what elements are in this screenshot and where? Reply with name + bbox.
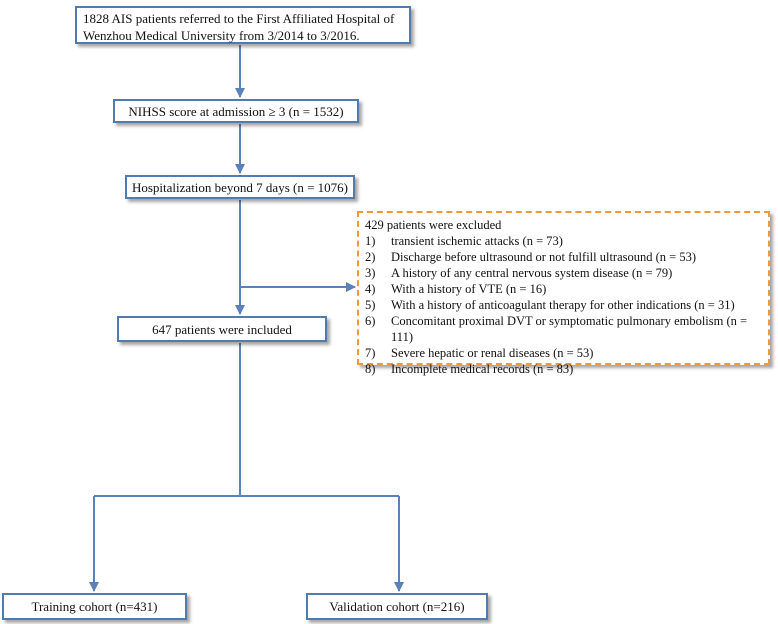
list-item: 2) Discharge before ultrasound or not ful… (365, 249, 762, 265)
validation-cohort-box: Validation cohort (n=216) (306, 593, 488, 620)
hospitalization-box: Hospitalization beyond 7 days (n = 1076) (125, 175, 355, 199)
excluded-title: 429 patients were excluded (365, 218, 502, 232)
list-item: 3) A history of any central nervous syste… (365, 265, 762, 281)
item-number: 1) (365, 234, 376, 248)
item-text: Incomplete medical records (n = 83) (391, 362, 574, 376)
item-number: 7) (365, 346, 376, 360)
list-item: 8) Incomplete medical records (n = 83) (365, 361, 762, 377)
list-item: 5) With a history of anticoagulant therap… (365, 297, 762, 313)
item-text: With a history of anticoagulant therapy … (391, 298, 735, 312)
start-line-1: 1828 AIS patients referred to the First … (83, 11, 395, 26)
list-item: 1) transient ischemic attacks (n = 73) (365, 233, 762, 249)
included-box: 647 patients were included (117, 316, 327, 342)
list-item: 6) Concomitant proximal DVT or symptomati… (365, 313, 762, 345)
item-text: transient ischemic attacks (n = 73) (391, 234, 563, 248)
nihss-label: NIHSS score at admission ≥ 3 (n = 1532) (128, 103, 344, 119)
item-text: With a history of VTE (n = 16) (391, 282, 547, 296)
item-text: Severe hepatic or renal diseases (n = 53… (391, 346, 594, 360)
item-text: A history of any central nervous system … (391, 266, 673, 280)
excluded-box: 429 patients were excluded 1) transient i… (357, 211, 770, 376)
nihss-box: NIHSS score at admission ≥ 3 (n = 1532) (113, 99, 359, 123)
item-number: 4) (365, 282, 376, 296)
item-number: 8) (365, 362, 376, 376)
item-number: 2) (365, 250, 376, 264)
training-cohort-box: Training cohort (n=431) (2, 593, 187, 620)
validation-cohort-label: Validation cohort (n=216) (329, 599, 465, 614)
item-number: 5) (365, 298, 376, 312)
list-item: 7) Severe hepatic or renal diseases (n = … (365, 345, 762, 361)
training-cohort-label: Training cohort (n=431) (31, 599, 158, 614)
item-number: 3) (365, 266, 376, 280)
start-box: 1828 AIS patients referred to the First … (75, 6, 411, 44)
item-text: Discharge before ultrasound or not fulfi… (391, 250, 697, 264)
item-text: Concomitant proximal DVT or symptomatic … (391, 314, 748, 344)
included-label: 647 patients were included (152, 321, 292, 337)
list-item: 4) With a history of VTE (n = 16) (365, 281, 762, 297)
exclusion-list: 1) transient ischemic attacks (n = 73) 2)… (365, 233, 762, 377)
hospitalization-label: Hospitalization beyond 7 days (n = 1076) (131, 179, 349, 195)
start-line-2: Wenzhou Medical University from 3/2014 t… (83, 28, 360, 43)
item-number: 6) (365, 314, 376, 328)
